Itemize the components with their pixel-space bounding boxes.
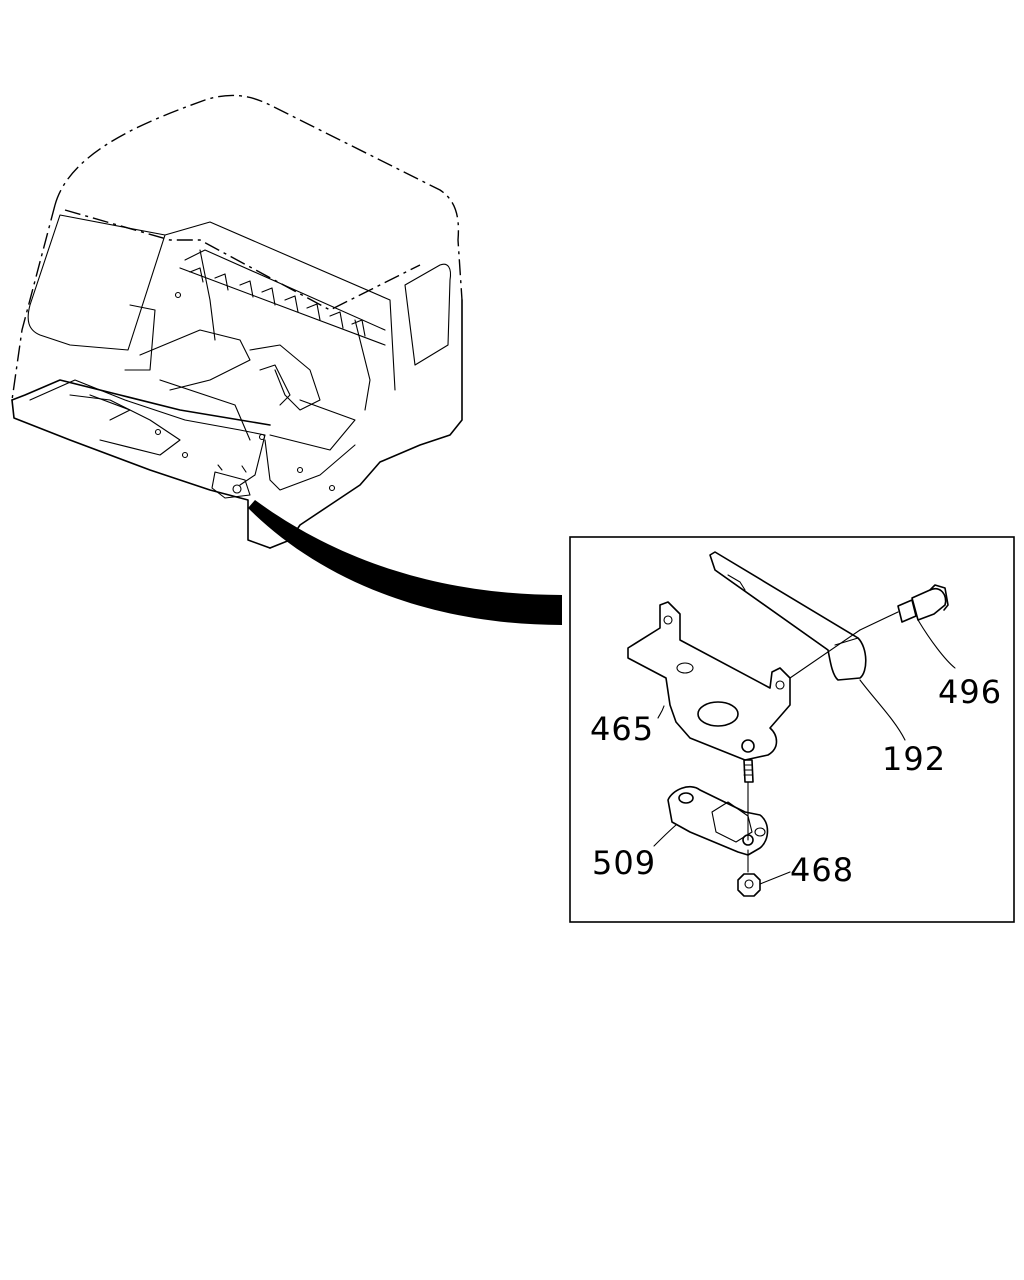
part-stud bbox=[743, 759, 754, 841]
part-509-plate bbox=[667, 785, 769, 856]
part-465-plate bbox=[627, 601, 861, 761]
cab-body-drawing bbox=[11, 94, 463, 549]
detail-leader-band bbox=[248, 500, 562, 625]
callout-465: 465 bbox=[590, 710, 654, 748]
callout-leaders bbox=[653, 619, 956, 885]
part-496-bolt bbox=[859, 584, 949, 631]
detail-box bbox=[569, 536, 1015, 923]
callout-509: 509 bbox=[592, 844, 656, 882]
callout-192: 192 bbox=[882, 740, 946, 778]
part-468-nut bbox=[737, 849, 761, 897]
callout-468: 468 bbox=[790, 851, 854, 889]
callout-496: 496 bbox=[938, 673, 1002, 711]
part-192-bracket bbox=[709, 551, 867, 681]
